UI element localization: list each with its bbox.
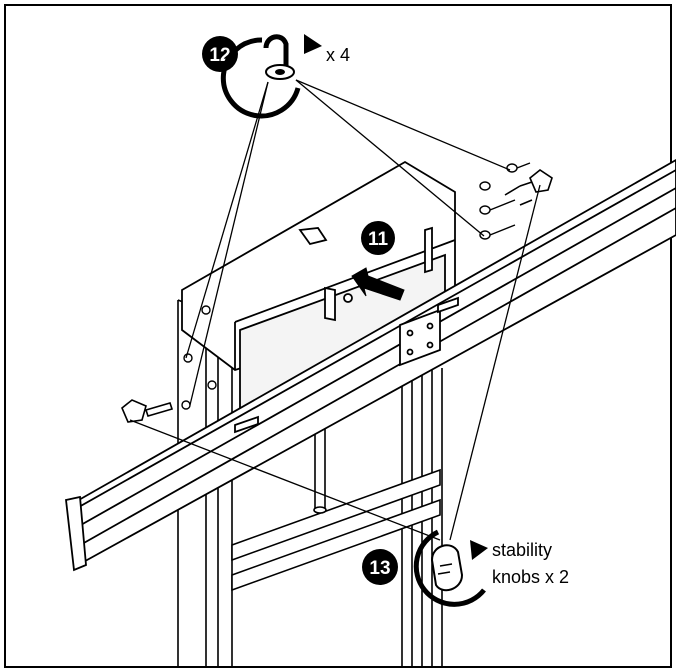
leader-lines [129,79,541,541]
left-screws [181,305,217,410]
horizontal-rail [65,158,676,572]
rotate-screw-icon [220,34,322,119]
push-arrow-icon [351,267,405,301]
right-screws [479,162,531,240]
knob-label-line-1: stability [492,540,552,560]
step-13-badge: 13 [362,549,398,585]
screw-count-label: x 4 [326,45,350,65]
step-11-badge: 11 [361,221,395,255]
hand-tighten-icon [413,529,488,607]
step-11-number: 11 [368,229,389,250]
step-13-number: 13 [369,558,390,579]
knob-label-line-2: knobs x 2 [492,567,569,587]
stability-knob-left [121,399,174,423]
stability-knob-right [504,169,553,206]
